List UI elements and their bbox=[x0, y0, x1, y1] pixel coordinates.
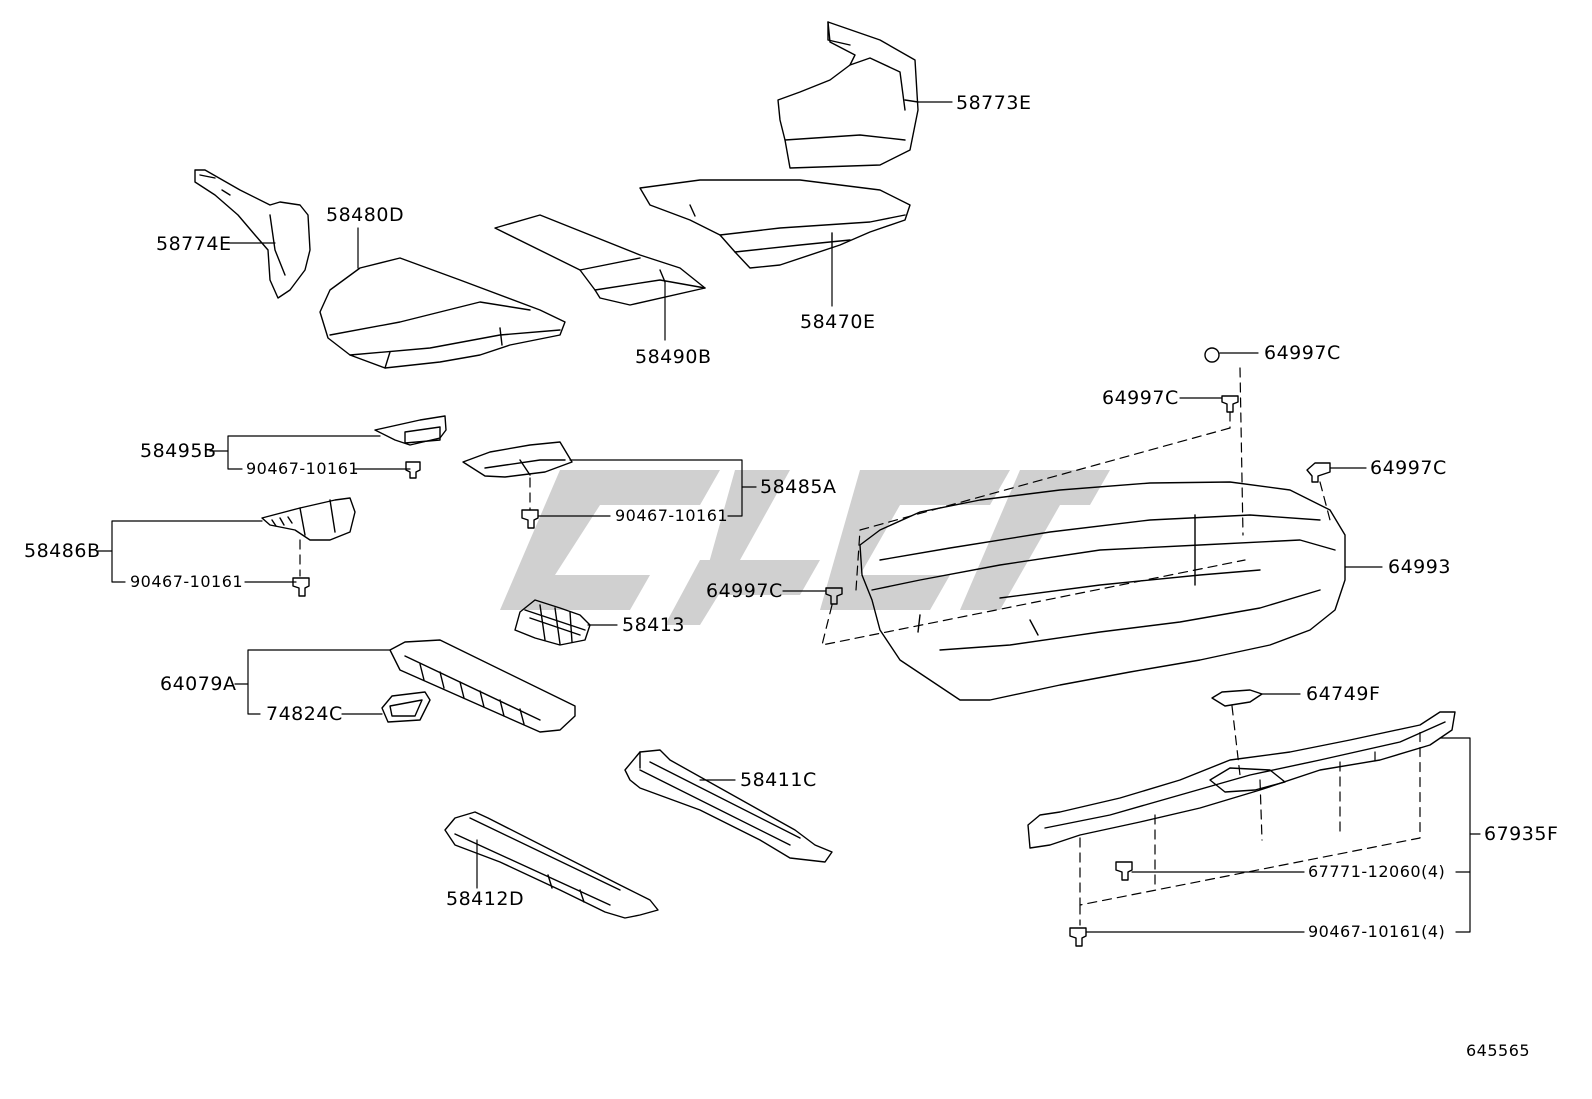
label-67935F: 67935F bbox=[1484, 823, 1559, 845]
dashed-alignment-lines bbox=[299, 367, 1421, 926]
clip-64997C-shapes bbox=[825, 347, 1331, 605]
label-90467-10161-b: 90467-10161 bbox=[615, 506, 729, 525]
label-90467-10161-4: 90467-10161(4) bbox=[1308, 922, 1446, 941]
clip-90467-a-shape bbox=[405, 461, 421, 479]
clip-90467-d-shape bbox=[1069, 927, 1087, 947]
part-58773E-shape bbox=[777, 21, 919, 169]
label-58412D: 58412D bbox=[446, 888, 525, 910]
label-64997C-1: 64997C bbox=[1264, 342, 1341, 364]
label-58773E: 58773E bbox=[956, 92, 1032, 114]
label-64079A: 64079A bbox=[160, 673, 237, 695]
clip-67771-shape bbox=[1115, 861, 1133, 881]
part-58495B-shape bbox=[374, 415, 447, 446]
label-64993: 64993 bbox=[1388, 556, 1451, 578]
label-58490B: 58490B bbox=[635, 346, 712, 368]
leader-lines bbox=[97, 101, 1481, 933]
label-64749F: 64749F bbox=[1306, 683, 1381, 705]
label-74824C: 74824C bbox=[266, 703, 343, 725]
label-58470E: 58470E bbox=[800, 311, 876, 333]
part-58470E-shape bbox=[639, 179, 911, 269]
part-58412D-shape bbox=[444, 811, 659, 919]
clip-90467-c-shape bbox=[292, 577, 310, 597]
label-64997C-4: 64997C bbox=[706, 580, 783, 602]
part-64749F-shape bbox=[1211, 689, 1263, 707]
part-58774E-shape bbox=[194, 169, 311, 299]
label-64997C-3: 64997C bbox=[1370, 457, 1447, 479]
part-64079A-shape bbox=[389, 639, 576, 733]
part-74824C-shape bbox=[381, 691, 431, 723]
label-67771-12060-4: 67771-12060(4) bbox=[1308, 862, 1446, 881]
label-58411C: 58411C bbox=[740, 769, 817, 791]
part-58486B-shape bbox=[261, 497, 356, 541]
part-67935F-shape bbox=[1027, 711, 1456, 849]
label-58485A: 58485A bbox=[760, 476, 837, 498]
part-64993-shape bbox=[859, 481, 1346, 701]
label-90467-10161-a: 90467-10161 bbox=[246, 459, 360, 478]
part-58411C-shape bbox=[624, 749, 833, 863]
label-58413: 58413 bbox=[622, 614, 685, 636]
part-58485A-shape bbox=[462, 441, 573, 478]
clip-90467-b-shape bbox=[521, 509, 539, 529]
label-58495B: 58495B bbox=[140, 440, 217, 462]
watermark-logo bbox=[500, 470, 1110, 625]
diagram-id: 645565 bbox=[1466, 1041, 1531, 1060]
label-64997C-2: 64997C bbox=[1102, 387, 1179, 409]
label-58480D: 58480D bbox=[326, 204, 405, 226]
part-58480D-shape bbox=[319, 257, 566, 369]
label-58486B: 58486B bbox=[24, 540, 101, 562]
part-58413-shape bbox=[514, 599, 591, 646]
label-90467-10161-c: 90467-10161 bbox=[130, 572, 244, 591]
part-58490B-shape bbox=[494, 214, 706, 306]
label-58774E: 58774E bbox=[156, 233, 232, 255]
